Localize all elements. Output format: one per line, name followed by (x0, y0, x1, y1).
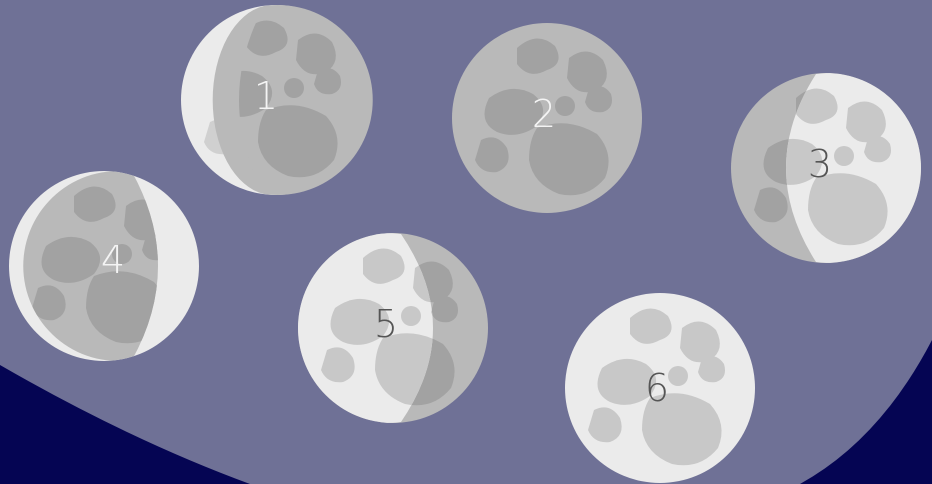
moon-1-label: 1 (254, 77, 278, 115)
moon-2-label: 2 (532, 95, 556, 133)
moon-6-label: 6 (645, 369, 669, 407)
moon-3-label: 3 (808, 145, 832, 183)
moon-5-label: 5 (374, 305, 398, 343)
moon-4-label: 4 (101, 241, 125, 279)
